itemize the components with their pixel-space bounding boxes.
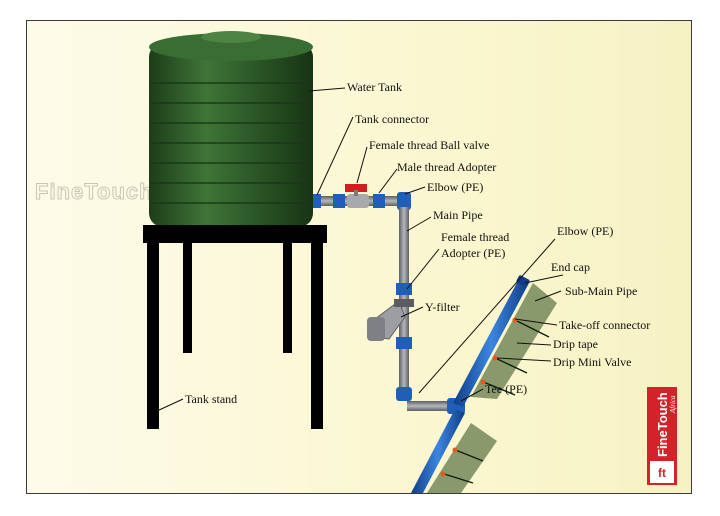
label-sub-main-pipe: Sub-Main Pipe: [565, 284, 637, 298]
top-pipe-assembly: [313, 184, 411, 210]
valve-handle: [345, 184, 367, 192]
label-drip-valve: Drip Mini Valve: [553, 355, 631, 369]
diagram-frame: FineTouch: [26, 20, 692, 494]
label-end-cap: End cap: [551, 260, 590, 274]
label-drip-tape: Drip tape: [553, 337, 598, 351]
label-female-adopter-1: Female thread: [441, 230, 509, 244]
leader-lines: [156, 87, 564, 412]
drip-tape-field: [427, 283, 557, 493]
main-pipe: [367, 207, 414, 401]
watermark: FineTouch: [35, 179, 154, 204]
logo-text: FineTouch: [655, 392, 670, 457]
label-main-pipe: Main Pipe: [433, 208, 483, 222]
tank-stand: [143, 225, 327, 429]
logo-subtext: Africa: [669, 395, 677, 414]
label-female-adopter-2: Adopter (PE): [441, 246, 505, 260]
label-ball-valve: Female thread Ball valve: [369, 138, 489, 152]
label-tee: Tee (PE): [485, 382, 527, 396]
finetouch-logo: ft FineTouch Africa: [647, 387, 677, 485]
water-tank: [149, 31, 313, 227]
label-elbow-top: Elbow (PE): [427, 180, 483, 194]
label-water-tank: Water Tank: [347, 80, 402, 94]
label-elbow-right: Elbow (PE): [557, 224, 613, 238]
labels: Water Tank Tank connector Female thread …: [185, 80, 650, 406]
label-take-off: Take-off connector: [559, 318, 650, 332]
drip-irrigation-diagram: FineTouch: [35, 31, 677, 493]
label-male-adopter: Male thread Adopter: [397, 160, 496, 174]
label-tank-stand: Tank stand: [185, 392, 237, 406]
label-tank-connector: Tank connector: [355, 112, 429, 126]
logo-initials: ft: [658, 466, 666, 480]
label-y-filter: Y-filter: [425, 300, 460, 314]
